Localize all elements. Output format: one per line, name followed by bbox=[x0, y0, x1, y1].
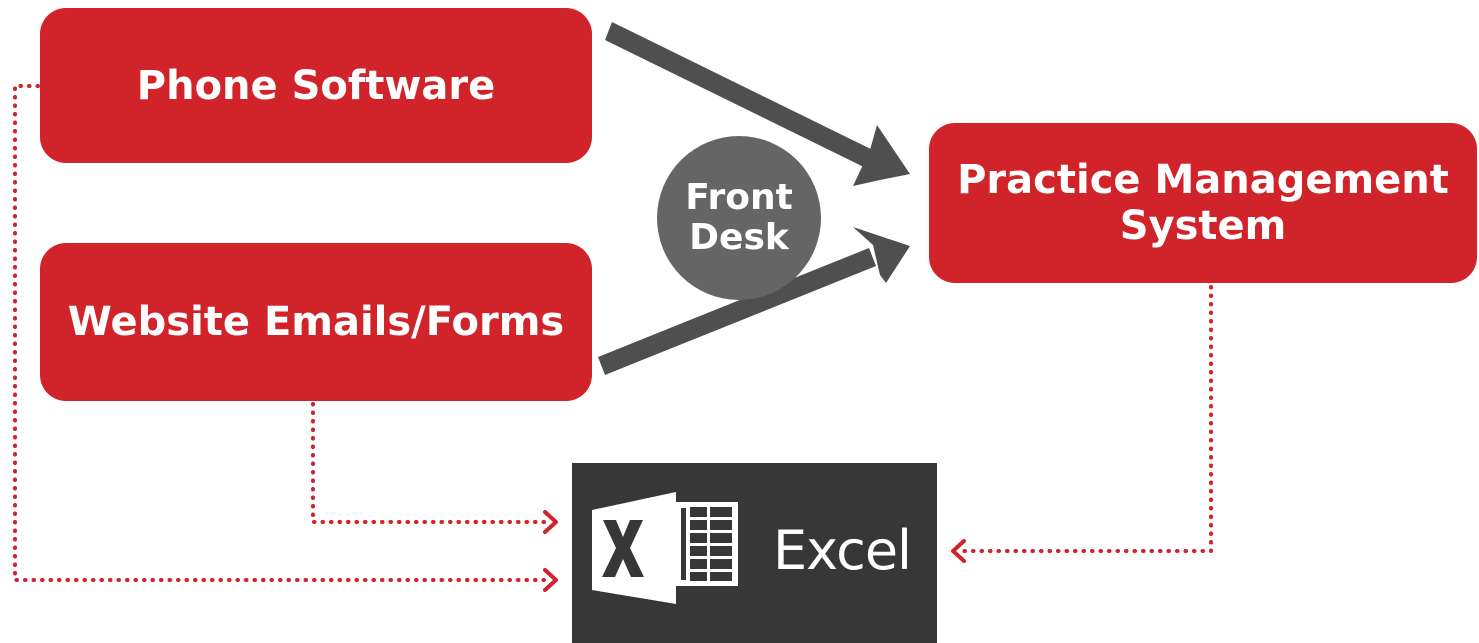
front-desk-label-line2: Desk bbox=[689, 217, 789, 258]
practice-management-system-node: Practice Management System bbox=[929, 123, 1477, 283]
arrow-shaft bbox=[598, 248, 876, 375]
practice-management-label-line2: System bbox=[1119, 203, 1287, 249]
practice-management-label-line1: Practice Management bbox=[957, 157, 1449, 203]
front-desk-label-line1: Front bbox=[685, 177, 793, 218]
arrow-shaft bbox=[605, 22, 883, 173]
excel-logo-icon bbox=[592, 492, 738, 604]
chevron-left-icon bbox=[951, 539, 966, 563]
arrow-website-to-pms bbox=[598, 227, 910, 375]
dotted-arrowheads bbox=[543, 510, 966, 592]
website-emails-forms-label: Website Emails/Forms bbox=[67, 299, 565, 345]
phone-software-node: Phone Software bbox=[40, 8, 592, 163]
arrowhead bbox=[853, 125, 910, 186]
dotted-pms-to-excel bbox=[960, 285, 1213, 553]
arrowhead bbox=[853, 227, 910, 283]
chevron-right-icon bbox=[543, 510, 558, 534]
chevron-right-icon bbox=[543, 568, 558, 592]
dotted-phone-to-excel bbox=[13, 84, 547, 582]
front-desk-node: Front Desk bbox=[657, 136, 821, 300]
website-emails-forms-node: Website Emails/Forms bbox=[40, 243, 592, 401]
excel-label: Excel bbox=[773, 519, 912, 582]
arrow-phone-to-pms bbox=[605, 22, 910, 186]
phone-software-label: Phone Software bbox=[136, 62, 496, 109]
dotted-connectors bbox=[13, 84, 1213, 582]
dotted-website-to-excel bbox=[311, 402, 547, 524]
